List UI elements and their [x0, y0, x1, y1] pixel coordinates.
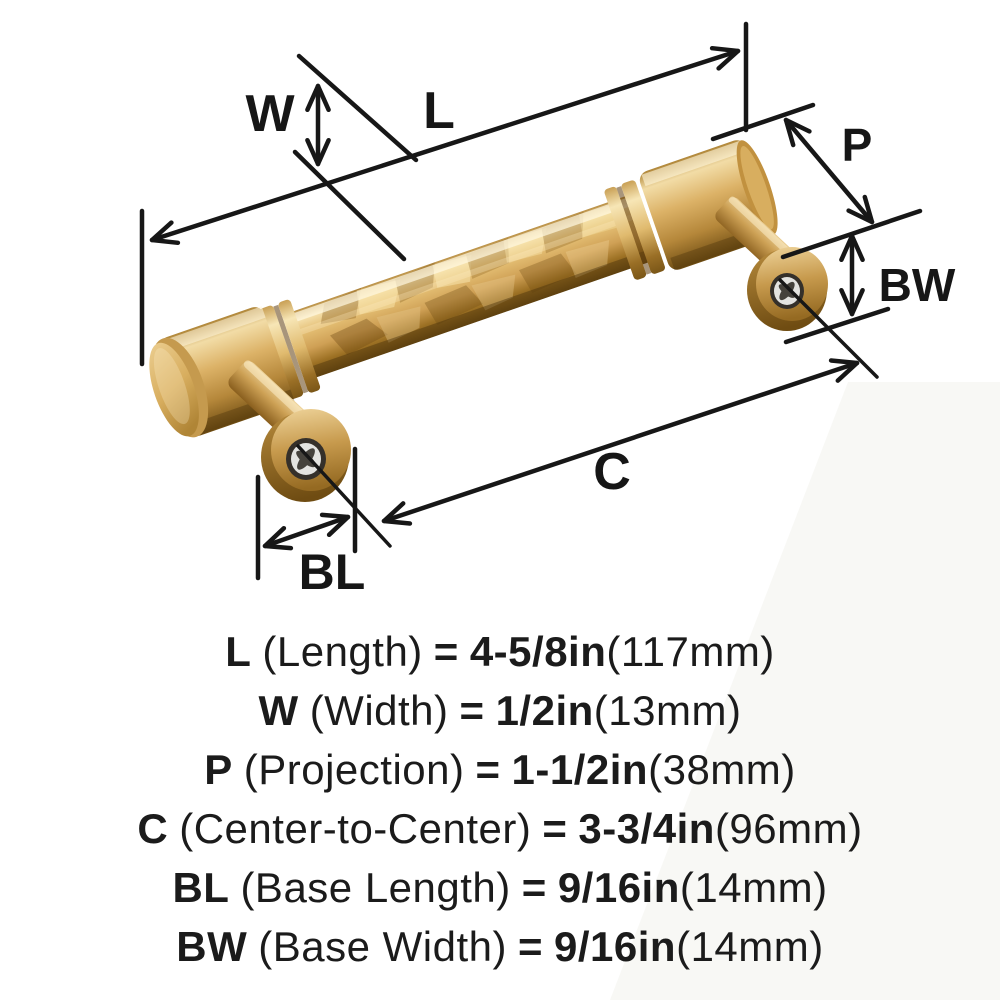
spec-value: 4-5/8in	[469, 628, 607, 675]
label-L: L	[423, 82, 455, 140]
spec-abbr: BW	[176, 923, 248, 970]
bl-arrowhead-left	[262, 525, 294, 551]
spec-abbr: P	[204, 746, 233, 793]
spec-line-center-to-center: C(Center-to-Center)=3-3/4in(96mm)	[0, 799, 1000, 858]
spec-name: (Projection)	[243, 746, 465, 793]
p-extension-upper	[710, 102, 816, 142]
p-arrowhead-top	[783, 117, 812, 148]
c-dimension-line	[381, 360, 860, 524]
w-extension-upper	[296, 53, 419, 163]
label-C: C	[593, 443, 631, 501]
spec-metric: (117mm)	[606, 628, 775, 675]
spec-metric: (38mm)	[648, 746, 796, 793]
right-screw-leader-line	[778, 278, 879, 379]
l-arrowhead-left	[149, 220, 181, 246]
l-dimension-line	[149, 48, 741, 243]
spec-abbr: C	[137, 805, 169, 852]
spec-equals: =	[475, 746, 501, 793]
left-screw-leader-line	[296, 444, 392, 548]
spec-line-base-length: BL(Base Length)=9/16in(14mm)	[0, 858, 1000, 917]
bw-extension-lower	[783, 306, 891, 345]
spec-name: (Length)	[262, 628, 423, 675]
p-arrowhead-bottom	[846, 194, 875, 225]
spec-metric: (14mm)	[676, 923, 824, 970]
bl-dimension-arrow	[262, 514, 351, 549]
left-ring-collar	[259, 299, 321, 400]
spec-value: 1/2in	[495, 687, 594, 734]
p-dimension-arrow	[783, 117, 875, 225]
bw-arrowhead-top	[839, 233, 865, 263]
right-ring-collar	[604, 180, 665, 280]
background-shading-wedge	[610, 382, 1000, 1000]
bar-top-highlight	[288, 193, 643, 324]
spec-name: (Width)	[309, 687, 449, 734]
l-arrowhead-right	[709, 45, 741, 71]
hammered-texture	[320, 202, 620, 355]
spec-value: 9/16in	[554, 923, 677, 970]
spec-abbr: W	[258, 687, 299, 734]
dimension-lines	[139, 21, 923, 581]
spec-equals: =	[517, 923, 543, 970]
bl-arrowhead-right	[319, 512, 351, 538]
spec-value: 9/16in	[557, 864, 680, 911]
label-P: P	[842, 119, 873, 171]
spec-list: L(Length)=4-5/8in(117mm) W(Width)=1/2in(…	[0, 622, 1000, 976]
right-base	[747, 247, 828, 331]
w-extension-lower	[292, 149, 407, 262]
spec-line-length: L(Length)=4-5/8in(117mm)	[0, 622, 1000, 681]
spec-equals: =	[521, 864, 547, 911]
label-BW: BW	[879, 259, 956, 311]
spec-name: (Base Width)	[258, 923, 507, 970]
w-arrowhead-bottom	[305, 137, 331, 167]
spec-abbr: BL	[172, 864, 230, 911]
spec-name: (Center-to-Center)	[179, 805, 532, 852]
handle-bar	[289, 193, 661, 378]
bw-arrowhead-bottom	[839, 287, 865, 317]
spec-metric: (14mm)	[679, 864, 828, 911]
spec-line-width: W(Width)=1/2in(13mm)	[0, 681, 1000, 740]
c-arrowhead-right	[828, 358, 860, 383]
spec-equals: =	[433, 628, 459, 675]
bar-mid-sheen	[293, 209, 648, 337]
label-W: W	[245, 85, 295, 143]
c-arrowhead-left	[381, 501, 413, 526]
spec-name: (Base Length)	[240, 864, 511, 911]
spec-metric: (96mm)	[714, 805, 863, 852]
spec-value: 3-3/4in	[578, 805, 715, 852]
handle	[149, 140, 828, 502]
spec-value: 1-1/2in	[511, 746, 649, 793]
spec-equals: =	[542, 805, 568, 852]
spec-metric: (13mm)	[593, 687, 742, 734]
spec-line-base-width: BW(Base Width)=9/16in(14mm)	[0, 917, 1000, 976]
handle-bar-assembly	[149, 140, 778, 438]
bar-bottom-shadow	[306, 246, 662, 380]
spec-abbr: L	[225, 628, 252, 675]
w-arrowhead-top	[305, 83, 331, 113]
spec-line-projection: P(Projection)=1-1/2in(38mm)	[0, 740, 1000, 799]
spec-equals: =	[459, 687, 485, 734]
label-BL: BL	[299, 544, 366, 600]
